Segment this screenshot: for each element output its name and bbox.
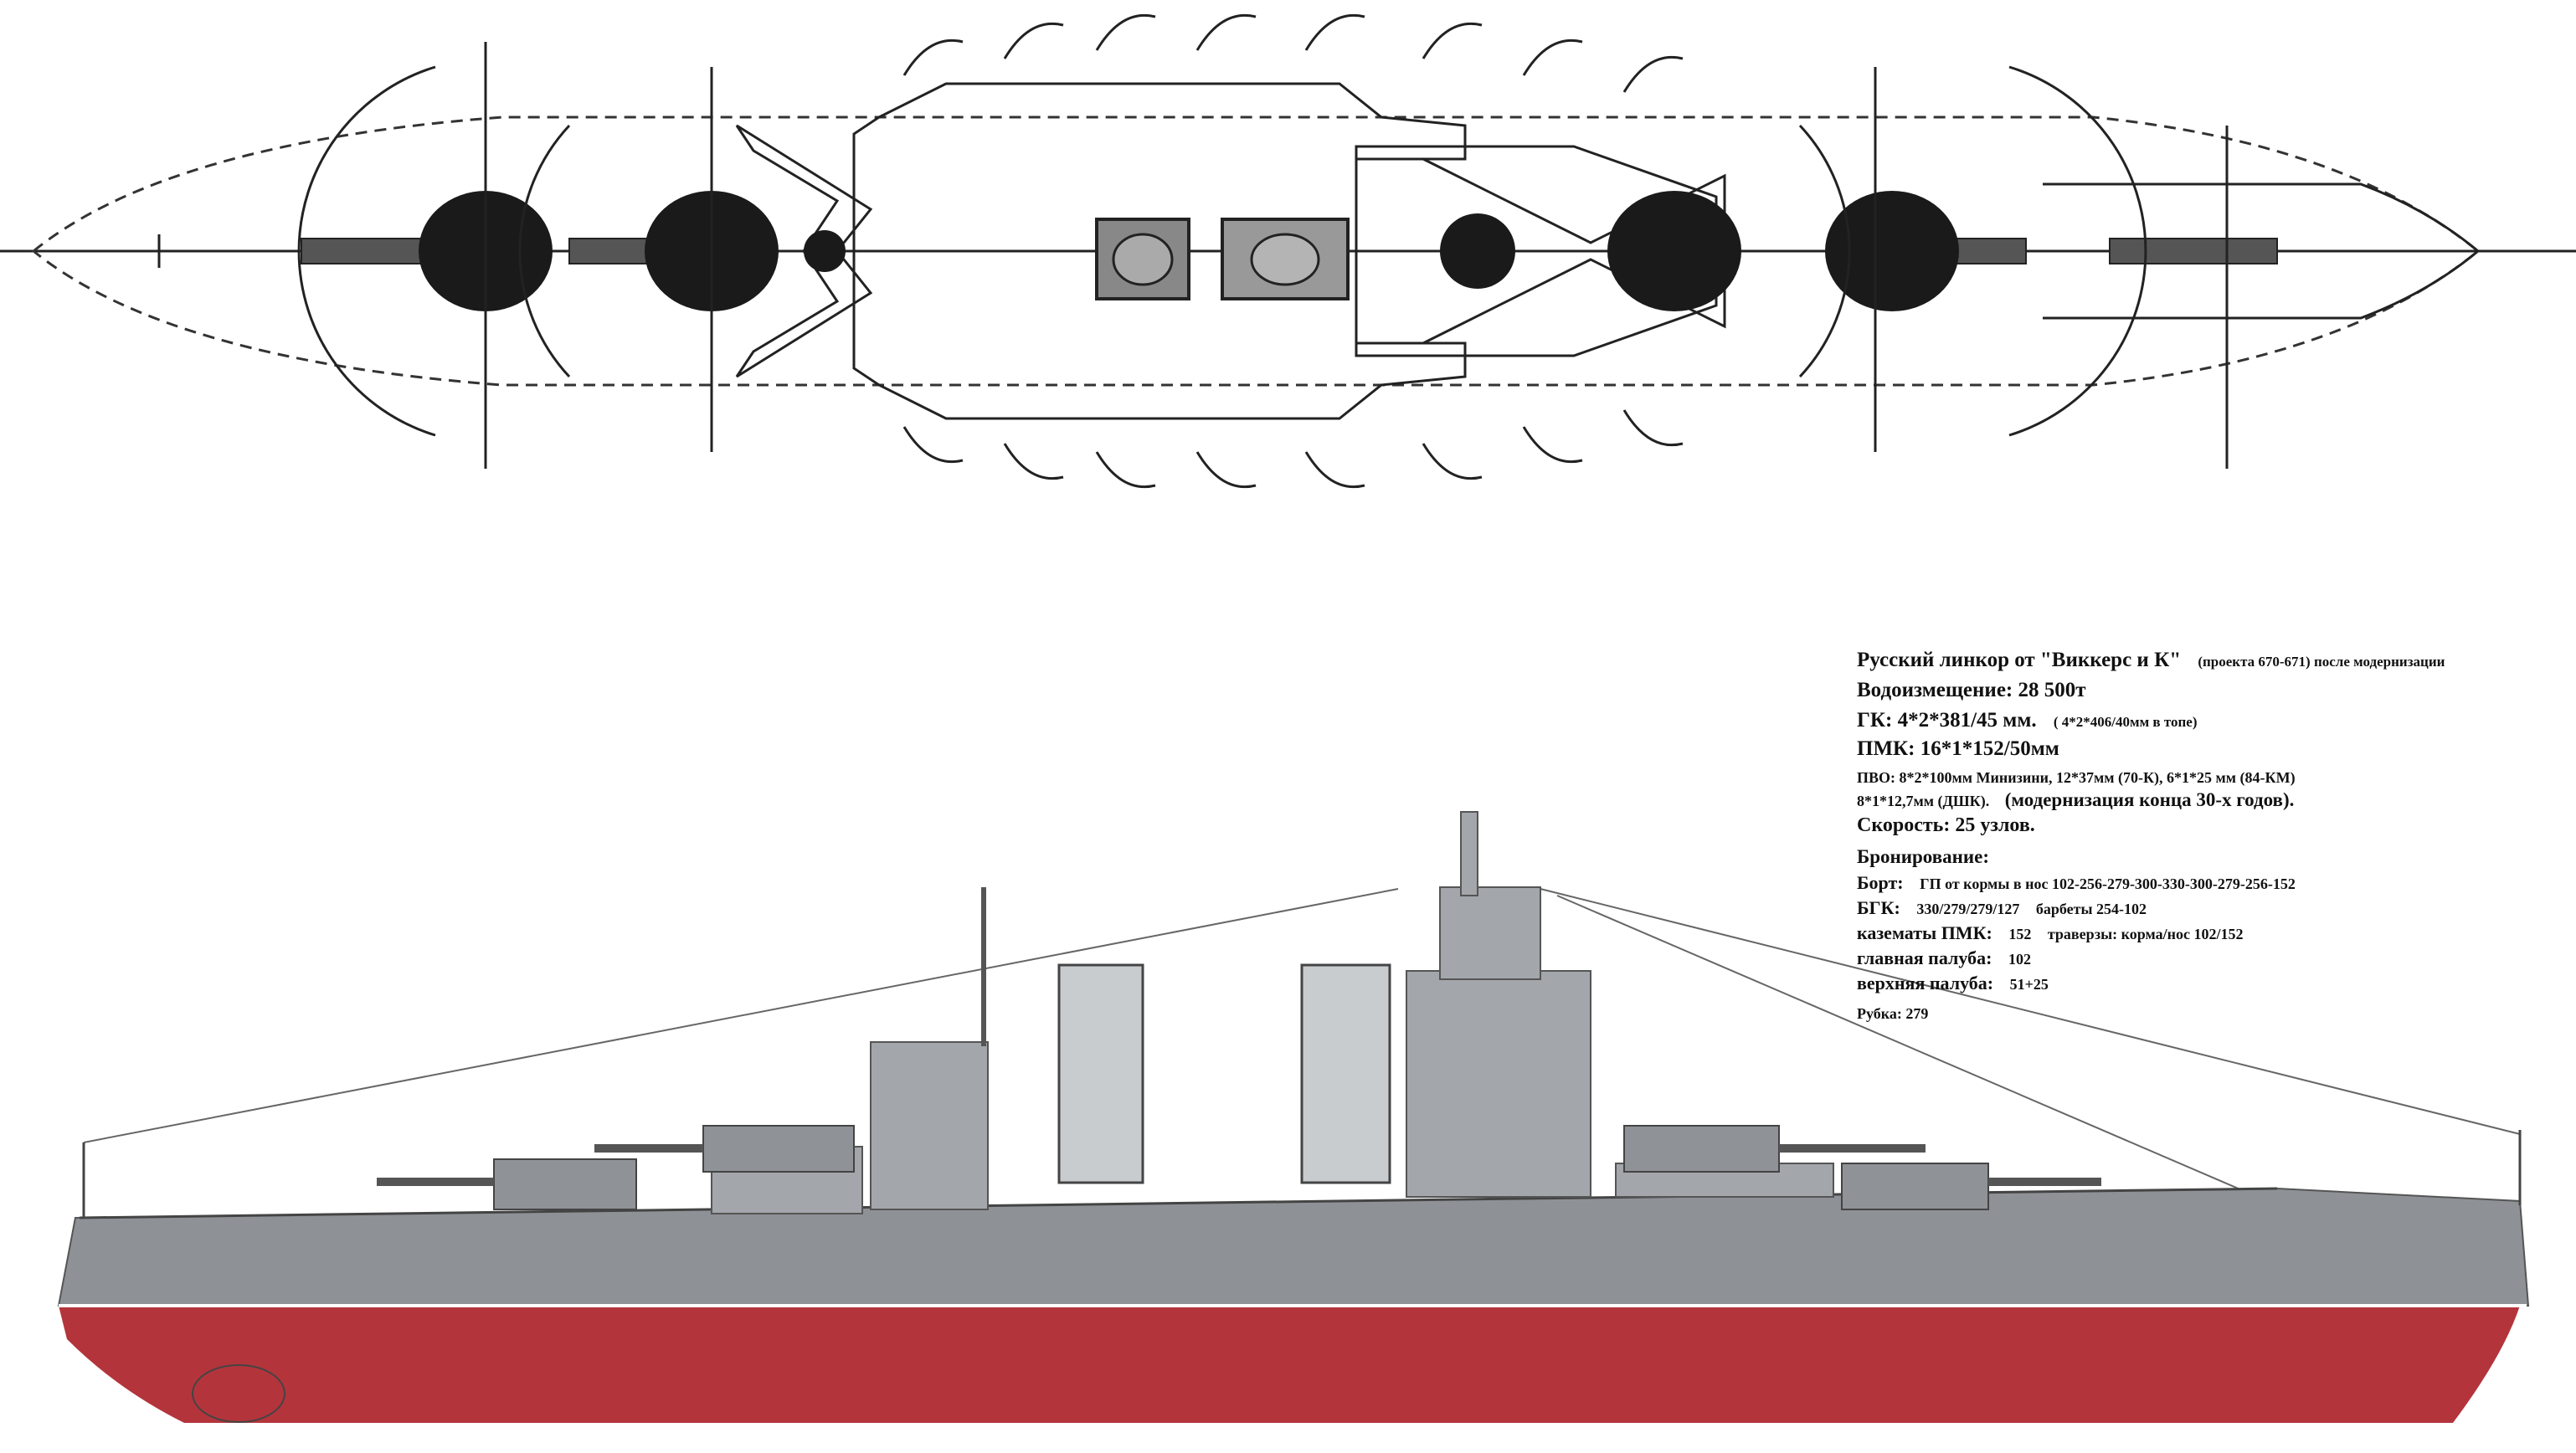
plan-firing-arcs [297,65,2147,437]
plan-funnels [1095,218,1350,300]
plan-fwd-deckhouse [1355,145,1718,357]
spec-title-row: Русский линкор от "Виккерс и К" (проекта… [1857,649,2445,670]
spec-belt-label: Борт: [1857,872,1904,893]
funnel-aft [1057,963,1144,1184]
spec-belt-value: ГП от кормы в нос 102-256-279-300-330-30… [1920,875,2296,892]
hull-grey [57,1187,2530,1307]
spec-main-battery: ГК: 4*2*381/45 мм. [1857,709,2037,732]
plan-turret-a [1825,191,1959,311]
plan-director-fwd [1440,213,1515,289]
spec-upper-deck-row: верхняя палуба: 51+25 [1857,974,2049,993]
spec-conning-tower: Рубка: 279 [1857,1005,1929,1022]
spec-belt-row: Борт: ГП от кормы в нос 102-256-279-300-… [1857,874,2296,892]
spec-upper-deck-label: верхняя палуба: [1857,973,1994,993]
hull-red [59,1306,2520,1423]
spec-displacement: Водоизмещение: 28 500т [1857,679,2086,701]
plan-casemate-arcs [902,13,1684,489]
spec-traverse-value: траверзы: корма/нос 102/152 [2047,926,2244,942]
plan-view [0,13,2576,489]
funnel-fwd [1300,963,1391,1184]
plan-station-lines [157,42,2229,469]
spec-speed: Скорость: 25 узлов. [1857,814,2035,836]
spec-aa-row2: 8*1*12,7мм (ДШК). (модернизация конца 30… [1857,790,2294,809]
spec-bgk-label: БГК: [1857,897,1900,918]
profile-gun-barrels [377,1144,2101,1186]
spec-bgk-row: БГК: 330/279/279/127 барбеты 254-102 [1857,899,2147,917]
spec-casemate-row: казематы ПМК: 152 траверзы: корма/нос 10… [1857,924,2244,942]
spec-barbette-value: барбеты 254-102 [2035,901,2147,917]
plan-turret-b [1607,191,1741,311]
spec-casemate-label: казематы ПМК: [1857,922,1992,943]
spec-main-deck-row: главная палуба: 102 [1857,949,2031,968]
plan-chevron-aft [735,124,873,378]
spec-aa-line2: 8*1*12,7мм (ДШК). [1857,793,1990,809]
spec-aa-note: (модернизация конца 30-х годов). [2004,789,2295,810]
spec-armor-header: Бронирование: [1857,846,1990,867]
spec-title: Русский линкор от "Виккерс и К" [1857,649,2182,671]
profile-view [57,811,2530,1423]
plan-hull-outline [31,116,2481,387]
plan-superstructure [852,82,1467,420]
plan-bow [2043,182,2481,320]
rigging [83,888,2521,1206]
spec-main-deck-label: главная палуба: [1857,947,1992,968]
rudder [192,1364,285,1423]
spec-title-note: (проекта 670-671) после модернизации [2198,654,2445,670]
profile-turrets [493,1125,1989,1210]
spec-main-battery-note: ( 4*2*406/40мм в топе) [2053,714,2198,730]
spec-bgk-value: 330/279/279/127 [1916,901,2020,917]
spec-aa-line1: ПВО: 8*2*100мм Минизини, 12*37мм (70-К),… [1857,769,2296,786]
funnels [1057,963,1391,1184]
spec-secondary: ПМК: 16*1*152/50мм [1857,737,2059,760]
spec-main-battery-row: ГК: 4*2*381/45 мм. ( 4*2*406/40мм в топе… [1857,710,2197,731]
spec-casemate-value: 152 [2008,926,2032,942]
spec-upper-deck-value: 51+25 [2009,976,2049,993]
plan-director-aft [804,230,846,272]
spec-main-deck-value: 102 [2008,951,2031,968]
